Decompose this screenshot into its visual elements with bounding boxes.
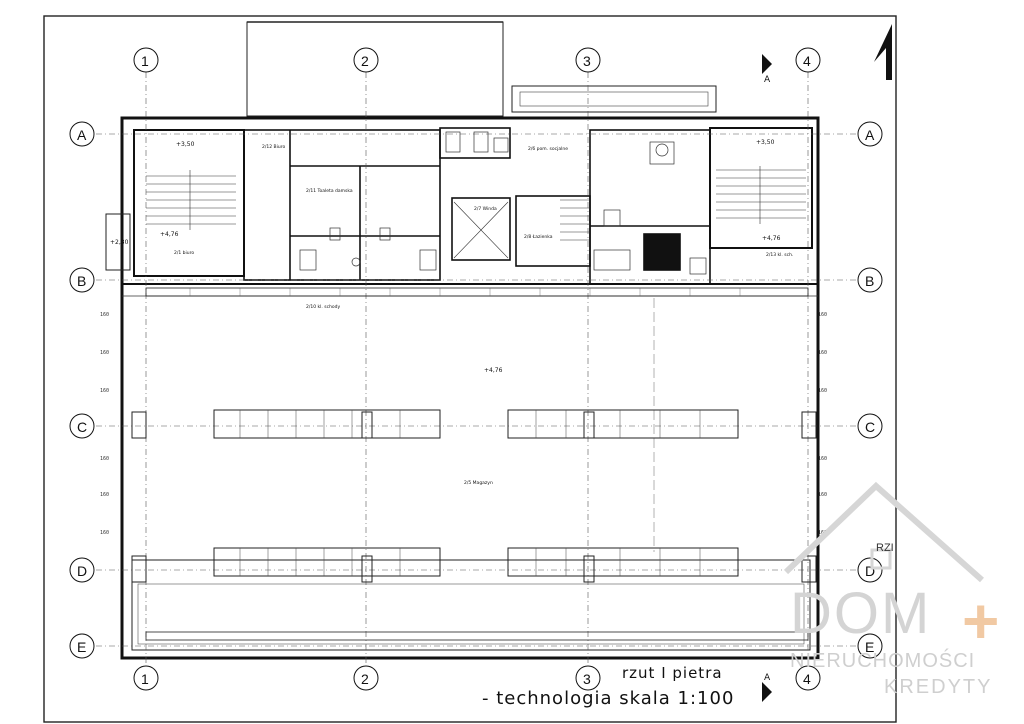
room-label-r1: 2/1 biuro xyxy=(174,250,194,256)
svg-text:160: 160 xyxy=(100,312,109,318)
level-landing-right: +4,76 xyxy=(762,235,781,242)
drawing-caption-title: rzut I pietra xyxy=(622,664,723,682)
room-label-r10: 2/10 kl. schody xyxy=(306,304,341,310)
drawing-caption-scale: - technologia skala 1:100 xyxy=(482,688,735,709)
watermark-logo: DOM + NIERUCHOMOŚCI KREDYTY xyxy=(776,480,1016,710)
sheet-frame xyxy=(43,15,897,723)
level-hall: +4,76 xyxy=(484,367,503,374)
house-roof-icon xyxy=(783,481,984,583)
axis-E-right: E xyxy=(865,639,874,655)
room-label-r6: 2/6 pom. socjalne xyxy=(528,146,568,152)
svg-text:160: 160 xyxy=(818,456,827,462)
room-label-r12: 2/12 Biuro xyxy=(262,144,285,150)
axis-B-left: B xyxy=(77,273,86,289)
building-outline xyxy=(120,116,820,660)
axis-4-bottom: 4 xyxy=(803,671,811,687)
stair-right xyxy=(709,127,813,249)
axis-C-right: C xyxy=(865,419,875,435)
section-label-top: A xyxy=(764,75,771,85)
room-label-r8: 2/8 Łazienka xyxy=(524,234,553,240)
section-marker-top-icon xyxy=(762,54,772,74)
svg-text:160: 160 xyxy=(818,350,827,356)
axis-2-bottom: 2 xyxy=(361,671,369,687)
level-landing-left: +4,76 xyxy=(160,231,179,238)
side-bay-left xyxy=(105,213,131,271)
level-side-left: +2,30 xyxy=(110,239,129,246)
axis-4-top: 4 xyxy=(803,53,811,69)
svg-text:160: 160 xyxy=(818,312,827,318)
svg-text:160: 160 xyxy=(100,388,109,394)
svg-text:160: 160 xyxy=(818,388,827,394)
room-label-r11: 2/11 Toaleta damska xyxy=(306,188,353,194)
axis-D-left: D xyxy=(77,563,87,579)
axis-B-right: B xyxy=(865,273,874,289)
axis-D-right: D xyxy=(865,563,875,579)
axis-1-bottom: 1 xyxy=(141,671,149,687)
top-canopy xyxy=(511,85,717,113)
room-label-r7: 2/7 Winda xyxy=(474,206,497,212)
axis-A-left: A xyxy=(77,127,87,143)
watermark-brand: DOM xyxy=(790,581,932,646)
svg-text:160: 160 xyxy=(818,492,827,498)
axis-3-bottom: 3 xyxy=(583,671,591,687)
section-label-bottom: A xyxy=(764,673,771,683)
watermark-line2: KREDYTY xyxy=(884,676,993,698)
axis-A-right: A xyxy=(865,127,875,143)
level-stair-right: +3,50 xyxy=(756,139,775,146)
room-label-r5: 2/5 Magazyn xyxy=(464,480,493,486)
level-stair-left: +3,50 xyxy=(176,141,195,148)
axis-C-left: C xyxy=(77,419,87,435)
watermark-plus-icon: + xyxy=(962,585,1000,657)
room-label-r13: 2/13 kl. sch. xyxy=(766,252,793,258)
svg-text:160: 160 xyxy=(100,492,109,498)
axis-3-top: 3 xyxy=(583,53,591,69)
section-marker-bottom-icon xyxy=(762,682,772,702)
axis-2-top: 2 xyxy=(361,53,369,69)
axis-E-left: E xyxy=(77,639,86,655)
axis-1-top: 1 xyxy=(141,53,149,69)
svg-text:160: 160 xyxy=(100,350,109,356)
north-arrow-icon xyxy=(874,24,892,80)
svg-text:160: 160 xyxy=(100,530,109,536)
top-terrace xyxy=(246,21,504,117)
svg-text:160: 160 xyxy=(100,456,109,462)
corner-stamp: RZI xyxy=(876,542,894,554)
watermark-line1: NIERUCHOMOŚCI xyxy=(790,650,976,672)
